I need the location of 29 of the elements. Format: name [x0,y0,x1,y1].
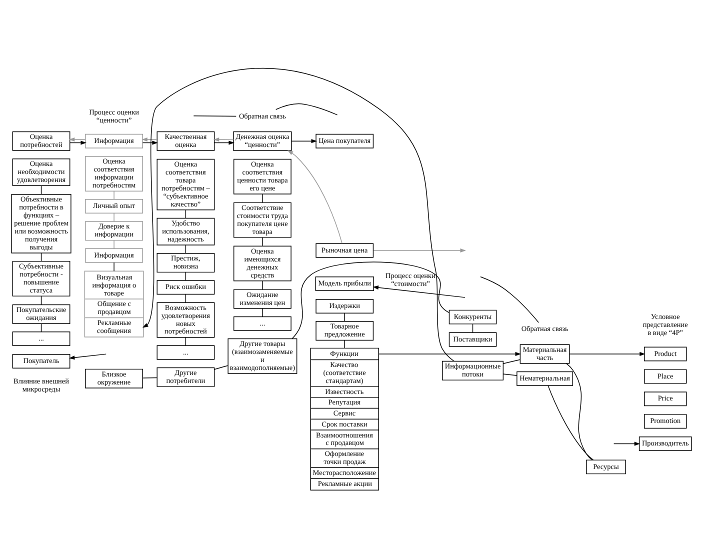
arrow [214,140,235,144]
arrow [142,67,454,362]
connector [566,362,593,460]
arrow [372,285,466,298]
arrow [70,140,86,144]
connector [142,376,158,378]
connector [262,193,263,202]
connector [262,236,263,246]
connector [548,384,594,460]
connector [502,373,518,376]
arrow [142,140,158,144]
arrow [287,150,342,244]
arrow [142,136,158,142]
connector [292,261,450,338]
arrow [373,248,466,252]
arrow [68,136,86,142]
arrow [613,441,640,446]
arrow [213,136,234,142]
connector [214,364,228,370]
arrow [378,351,522,356]
arrow [569,351,646,356]
connector [262,308,263,317]
connector [502,358,521,364]
arrow [291,138,318,143]
connector [262,280,263,290]
connector [276,102,338,115]
arrow [68,353,106,360]
connector [193,115,236,116]
connector [480,276,539,322]
